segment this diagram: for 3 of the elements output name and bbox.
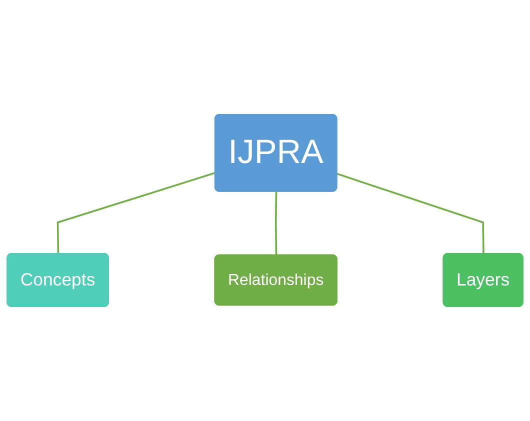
connector (274, 192, 278, 256)
connector (336, 173, 484, 254)
connector (56, 172, 216, 254)
